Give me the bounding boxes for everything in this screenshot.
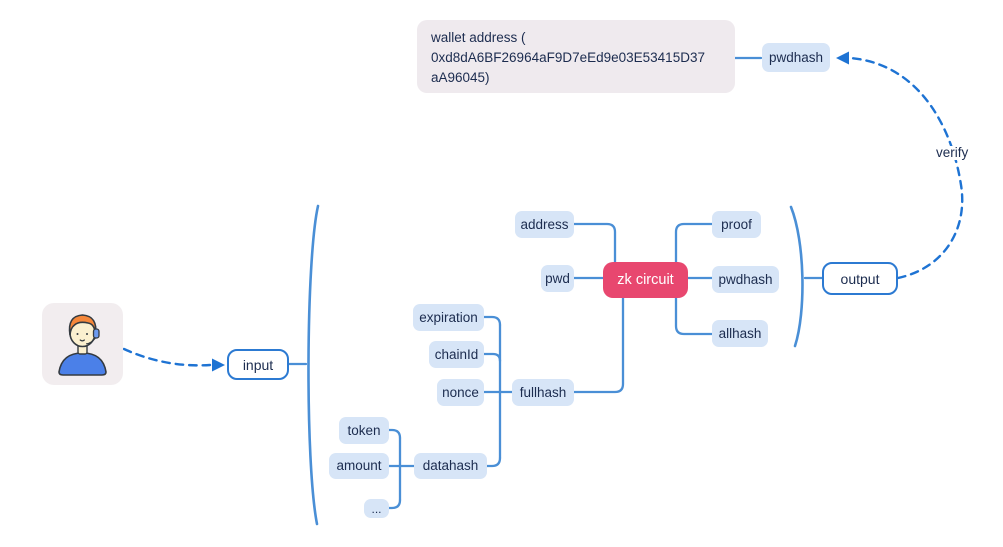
wallet-line-3: aA96045) bbox=[431, 70, 490, 85]
connector-chainid bbox=[482, 352, 502, 363]
wallet-line-2: 0xd8dA6BF26964aF9D7eEd9e03E53415D37 bbox=[431, 50, 705, 65]
node-ellipsis: ... bbox=[364, 499, 389, 518]
node-expiration: expiration bbox=[413, 304, 484, 331]
wallet-address-note: wallet address ( 0xd8dA6BF26964aF9D7eEd9… bbox=[417, 20, 735, 93]
node-pwdhash-out: pwdhash bbox=[712, 266, 779, 293]
connector-ellipsis bbox=[387, 498, 402, 510]
zk-circuit-node: zk circuit bbox=[603, 262, 688, 298]
user-with-headset-icon bbox=[58, 314, 107, 376]
arrowhead-input bbox=[212, 358, 225, 372]
node-address: address bbox=[515, 211, 574, 238]
node-fullhash: fullhash bbox=[512, 379, 574, 406]
arrowhead-pwdhash-top bbox=[836, 51, 849, 65]
wallet-line-1: wallet address ( bbox=[431, 30, 526, 45]
connector-fullhash-zk bbox=[572, 296, 625, 394]
node-nonce: nonce bbox=[437, 379, 484, 406]
output-node: output bbox=[822, 262, 898, 295]
node-datahash: datahash bbox=[414, 453, 487, 479]
connector-token bbox=[387, 428, 402, 440]
node-allhash: allhash bbox=[712, 320, 768, 347]
node-amount: amount bbox=[329, 453, 389, 479]
node-token: token bbox=[339, 417, 389, 444]
user-avatar bbox=[42, 303, 123, 385]
verify-label: verify bbox=[933, 146, 972, 160]
open-paren bbox=[307, 204, 320, 526]
input-node: input bbox=[227, 349, 289, 380]
dashed-arrow-verify bbox=[848, 56, 964, 280]
node-pwdhash-top: pwdhash bbox=[762, 43, 830, 72]
close-paren bbox=[789, 205, 804, 348]
connector-expiration bbox=[482, 315, 502, 327]
node-chainid: chainId bbox=[429, 341, 484, 368]
dashed-arrow-user-input bbox=[122, 347, 212, 367]
node-pwd: pwd bbox=[541, 265, 574, 292]
connector-datahash-up bbox=[485, 456, 502, 468]
connector-address-zk bbox=[571, 222, 617, 264]
node-proof: proof bbox=[712, 211, 761, 238]
